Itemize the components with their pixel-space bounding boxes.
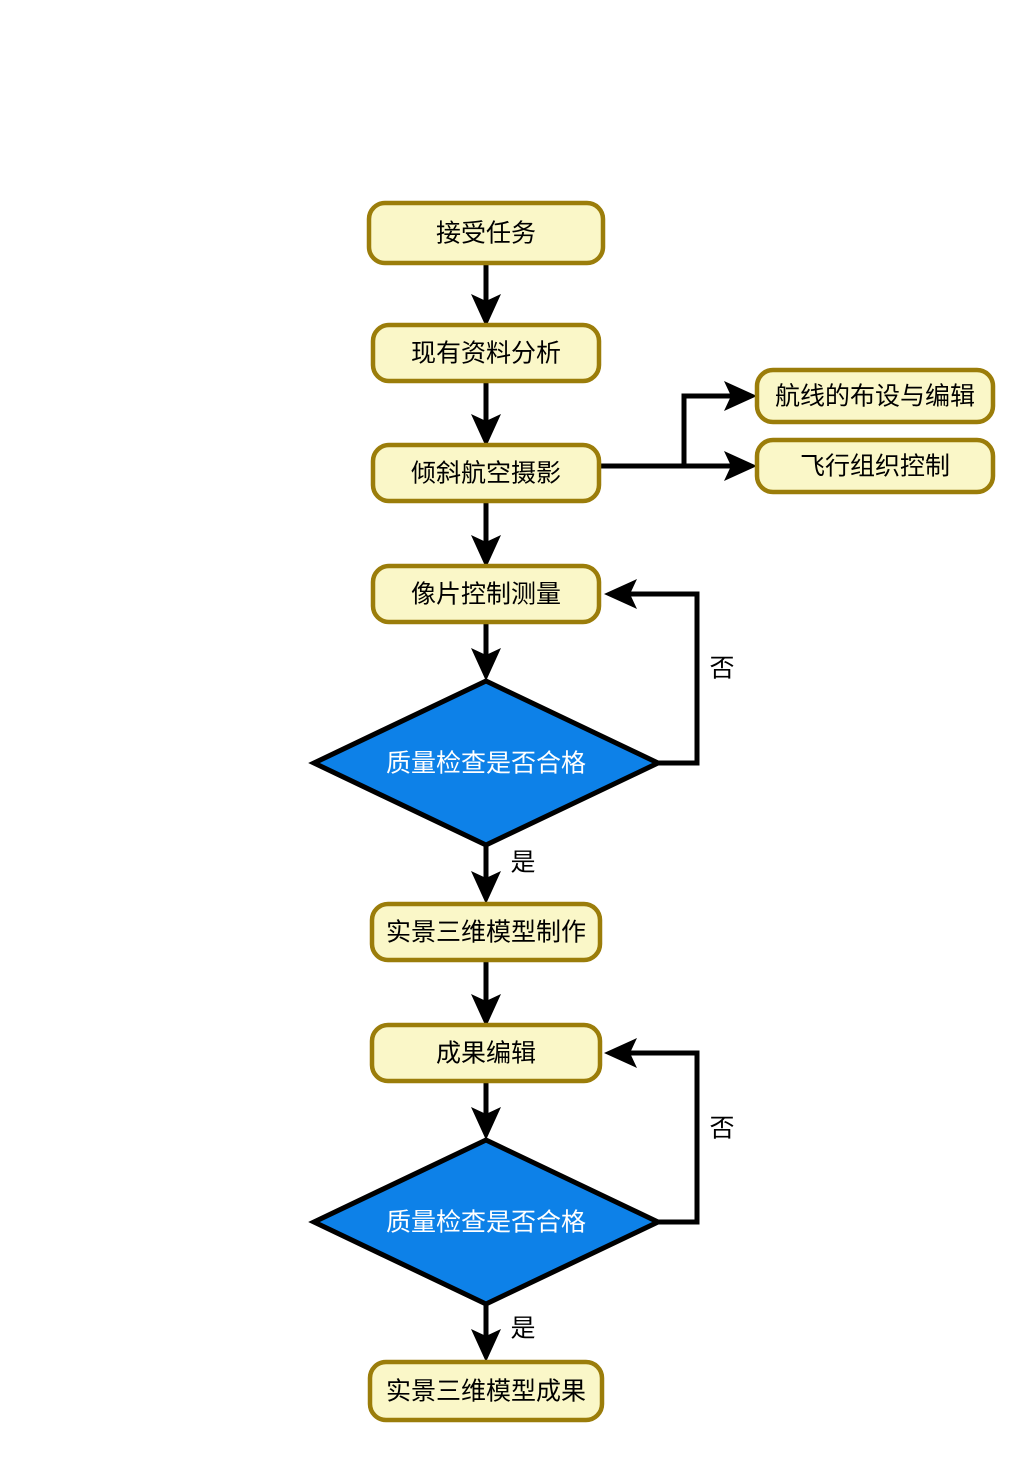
node-existing-data-analysis-label: 现有资料分析 — [411, 340, 561, 368]
edge-label-yes-1: 是 — [510, 849, 535, 877]
node-3d-model-final-result-label: 实景三维模型成果 — [386, 1378, 586, 1406]
edge-label-yes-2: 是 — [510, 1315, 535, 1343]
node-quality-check-1-shape — [308, 678, 664, 848]
node-quality-check-1[interactable]: 质量检查是否合格 — [308, 678, 664, 848]
node-route-layout-and-editing[interactable]: 航线的布设与编辑 — [754, 367, 996, 425]
node-existing-data-analysis[interactable]: 现有资料分析 — [370, 322, 602, 384]
edge-check1-yes-to-model-production — [471, 845, 501, 904]
node-result-editing-shape — [369, 1022, 603, 1084]
edge-accept-to-analysis — [471, 263, 501, 327]
node-route-layout-and-editing-shape — [754, 367, 996, 425]
edge-label-layer: 否 是 否 是 — [510, 655, 734, 1343]
node-accept-task-shape — [366, 200, 606, 266]
edge-model-production-to-result-edit — [471, 960, 501, 1027]
node-oblique-aerial-photography-label: 倾斜航空摄影 — [411, 460, 561, 488]
node-3d-model-production-shape — [369, 901, 603, 963]
node-result-editing[interactable]: 成果编辑 — [369, 1022, 603, 1084]
node-flight-organization-control[interactable]: 飞行组织控制 — [754, 437, 996, 495]
edge-control-survey-to-check1 — [471, 622, 501, 681]
edge-photography-to-control-survey — [471, 501, 501, 568]
node-quality-check-2-shape — [308, 1137, 664, 1307]
node-3d-model-production-label: 实景三维模型制作 — [386, 919, 586, 947]
node-oblique-aerial-photography[interactable]: 倾斜航空摄影 — [370, 442, 602, 504]
node-3d-model-final-result[interactable]: 实景三维模型成果 — [367, 1359, 605, 1423]
node-3d-model-final-result-shape — [367, 1359, 605, 1423]
node-photo-control-survey[interactable]: 像片控制测量 — [370, 563, 602, 625]
node-photo-control-survey-shape — [370, 563, 602, 625]
edge-label-no-1: 否 — [709, 655, 734, 683]
node-layer: 接受任务 现有资料分析 倾斜航空摄影 航线的布设与编辑 飞行组织控制 — [308, 200, 996, 1423]
edge-label-no-2: 否 — [709, 1115, 734, 1143]
node-3d-model-production[interactable]: 实景三维模型制作 — [369, 901, 603, 963]
node-accept-task[interactable]: 接受任务 — [366, 200, 606, 266]
node-quality-check-1-label: 质量检查是否合格 — [386, 750, 586, 778]
node-route-layout-and-editing-label: 航线的布设与编辑 — [775, 383, 975, 411]
edge-analysis-to-photography — [471, 381, 501, 447]
edge-layer — [471, 263, 757, 1362]
node-flight-organization-control-shape — [754, 437, 996, 495]
edge-result-edit-to-check2 — [471, 1081, 501, 1140]
edge-check2-yes-to-final-result — [471, 1304, 501, 1362]
edge-check1-no-loop — [604, 579, 700, 766]
node-result-editing-label: 成果编辑 — [436, 1040, 536, 1068]
node-existing-data-analysis-shape — [370, 322, 602, 384]
node-oblique-aerial-photography-shape — [370, 442, 602, 504]
node-accept-task-label: 接受任务 — [436, 220, 536, 248]
node-quality-check-2-label: 质量检查是否合格 — [386, 1209, 586, 1237]
node-flight-organization-control-label: 飞行组织控制 — [800, 453, 950, 481]
node-quality-check-2[interactable]: 质量检查是否合格 — [308, 1137, 664, 1307]
edge-check2-no-loop — [604, 1038, 700, 1225]
node-photo-control-survey-label: 像片控制测量 — [411, 581, 561, 609]
edge-photography-to-branches — [599, 381, 757, 481]
